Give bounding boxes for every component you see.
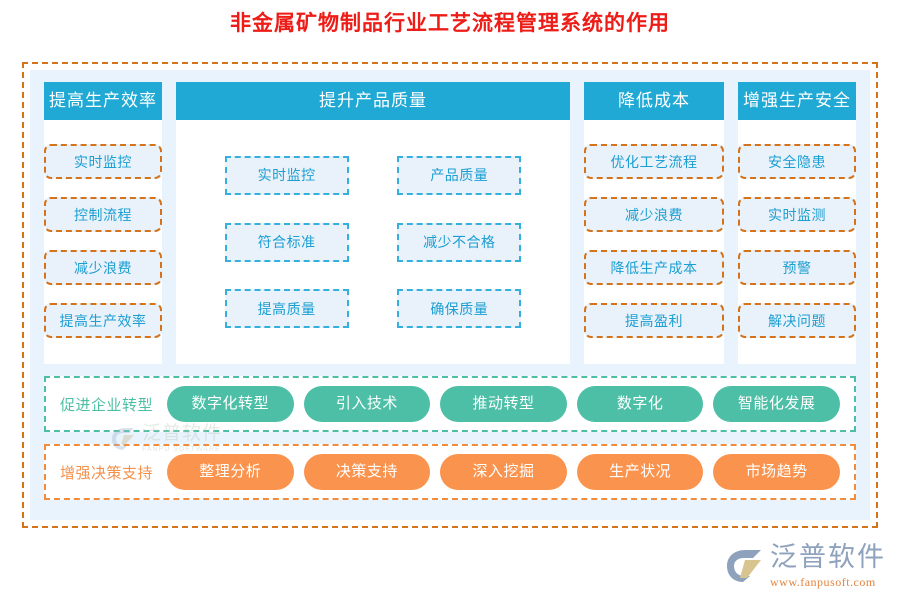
chip-item[interactable]: 提高质量 xyxy=(224,289,349,329)
column-header-4: 增强生产安全 xyxy=(738,82,856,120)
pill-item[interactable]: 数字化 xyxy=(576,386,704,422)
pill-item[interactable]: 引入技术 xyxy=(303,386,431,422)
band-label: 增强决策支持 xyxy=(60,464,154,482)
column-body-2: 实时监控 产品质量 符合标准 减少不合格 提高质量 确保质量 xyxy=(176,120,570,364)
brand-logo: 泛普软件 www.fanpusoft.com xyxy=(724,544,886,588)
band-pills: 整理分析 决策支持 深入挖掘 生产状况 市场趋势 xyxy=(167,454,840,490)
column-card-1: 提高生产效率 实时监控 控制流程 减少浪费 提高生产效率 xyxy=(44,82,162,364)
chip-item[interactable]: 符合标准 xyxy=(224,222,349,262)
chip-item[interactable]: 提高盈利 xyxy=(584,303,724,338)
columns-row: 提高生产效率 实时监控 控制流程 减少浪费 提高生产效率 提升产品质量 实时监控… xyxy=(44,82,856,364)
pill-item[interactable]: 整理分析 xyxy=(167,454,294,490)
band-row-decision: 增强决策支持 整理分析 决策支持 深入挖掘 生产状况 市场趋势 xyxy=(44,444,856,500)
chip-item[interactable]: 实时监测 xyxy=(738,197,856,232)
chip-item[interactable]: 控制流程 xyxy=(44,197,162,232)
band-pills: 数字化转型 引入技术 推动转型 数字化 智能化发展 xyxy=(167,386,840,422)
column-card-4: 增强生产安全 安全隐患 实时监测 预警 解决问题 xyxy=(738,82,856,364)
column-card-2: 提升产品质量 实时监控 产品质量 符合标准 减少不合格 提高质量 确保质量 xyxy=(176,82,570,364)
chip-item[interactable]: 实时监控 xyxy=(44,144,162,179)
chip-item[interactable]: 产品质量 xyxy=(397,155,522,195)
pill-item[interactable]: 深入挖掘 xyxy=(440,454,567,490)
pill-item[interactable]: 生产状况 xyxy=(576,454,704,490)
pill-item[interactable]: 市场趋势 xyxy=(713,454,840,490)
brand-logo-text: 泛普软件 www.fanpusoft.com xyxy=(770,542,886,589)
column-header-2: 提升产品质量 xyxy=(176,82,570,120)
chip-item[interactable]: 减少浪费 xyxy=(44,250,162,285)
brand-name: 泛普软件 xyxy=(770,542,886,572)
chip-item[interactable]: 提高生产效率 xyxy=(44,303,162,338)
chip-item[interactable]: 预警 xyxy=(738,250,856,285)
chip-item[interactable]: 确保质量 xyxy=(397,289,522,329)
brand-url: www.fanpusoft.com xyxy=(770,575,876,589)
chip-item[interactable]: 实时监控 xyxy=(224,155,349,195)
pill-item[interactable]: 数字化转型 xyxy=(167,386,294,422)
chip-item[interactable]: 减少浪费 xyxy=(584,197,724,232)
fanpu-logo-icon xyxy=(724,548,764,584)
column-header-1: 提高生产效率 xyxy=(44,82,162,120)
column-body-3: 优化工艺流程 减少浪费 降低生产成本 提高盈利 xyxy=(584,120,724,364)
diagram-outer-frame: 提高生产效率 实时监控 控制流程 减少浪费 提高生产效率 提升产品质量 实时监控… xyxy=(22,62,878,528)
column-body-1: 实时监控 控制流程 减少浪费 提高生产效率 xyxy=(44,120,162,364)
chip-item[interactable]: 优化工艺流程 xyxy=(584,144,724,179)
band-row-transformation: 促进企业转型 数字化转型 引入技术 推动转型 数字化 智能化发展 xyxy=(44,376,856,432)
chip-item[interactable]: 减少不合格 xyxy=(397,222,522,262)
chip-item[interactable]: 降低生产成本 xyxy=(584,250,724,285)
column-body-4: 安全隐患 实时监测 预警 解决问题 xyxy=(738,120,856,364)
diagram-panel: 提高生产效率 实时监控 控制流程 减少浪费 提高生产效率 提升产品质量 实时监控… xyxy=(30,70,870,520)
column-card-3: 降低成本 优化工艺流程 减少浪费 降低生产成本 提高盈利 xyxy=(584,82,724,364)
pill-item[interactable]: 推动转型 xyxy=(440,386,567,422)
chip-item[interactable]: 安全隐患 xyxy=(738,144,856,179)
page-title: 非金属矿物制品行业工艺流程管理系统的作用 xyxy=(230,12,670,35)
pill-item[interactable]: 决策支持 xyxy=(303,454,431,490)
chip-item[interactable]: 解决问题 xyxy=(738,303,856,338)
pill-item[interactable]: 智能化发展 xyxy=(713,386,840,422)
band-label: 促进企业转型 xyxy=(60,396,154,414)
column-header-3: 降低成本 xyxy=(584,82,724,120)
